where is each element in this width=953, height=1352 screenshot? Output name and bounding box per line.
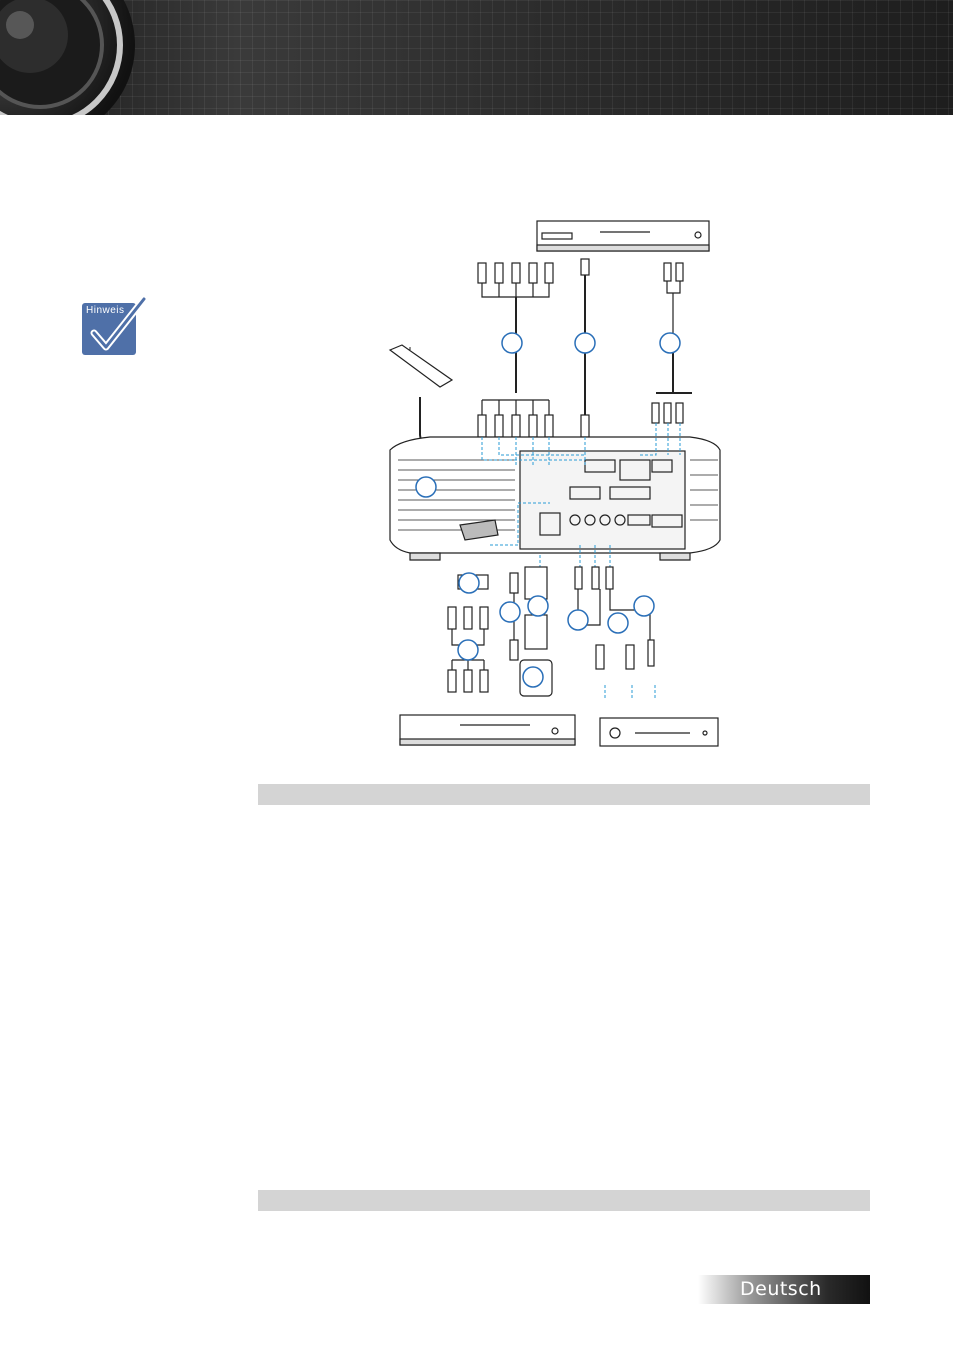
note-icon: Hinweis — [82, 295, 148, 357]
audio-out-cables — [574, 566, 655, 670]
av-receiver-icon — [599, 717, 719, 747]
component-cable-top — [477, 262, 554, 393]
language-label: Deutsch — [740, 1278, 822, 1300]
section-bar-bottom — [258, 1190, 870, 1211]
checkmark-icon — [90, 295, 148, 351]
top-dvd-player-icon — [536, 220, 710, 252]
language-tab — [698, 1275, 870, 1304]
header-banner — [0, 0, 953, 115]
component-cable-bottom — [477, 399, 554, 438]
projector-icon — [389, 436, 721, 561]
bottom-dvd-player-icon — [399, 714, 576, 746]
connection-diagram — [388, 220, 721, 747]
callout-markers — [415, 332, 681, 688]
lens-icon — [0, 0, 135, 115]
note-label: Hinweis — [86, 305, 125, 316]
section-bar-top — [258, 784, 870, 805]
header-grid-pattern — [0, 0, 953, 115]
